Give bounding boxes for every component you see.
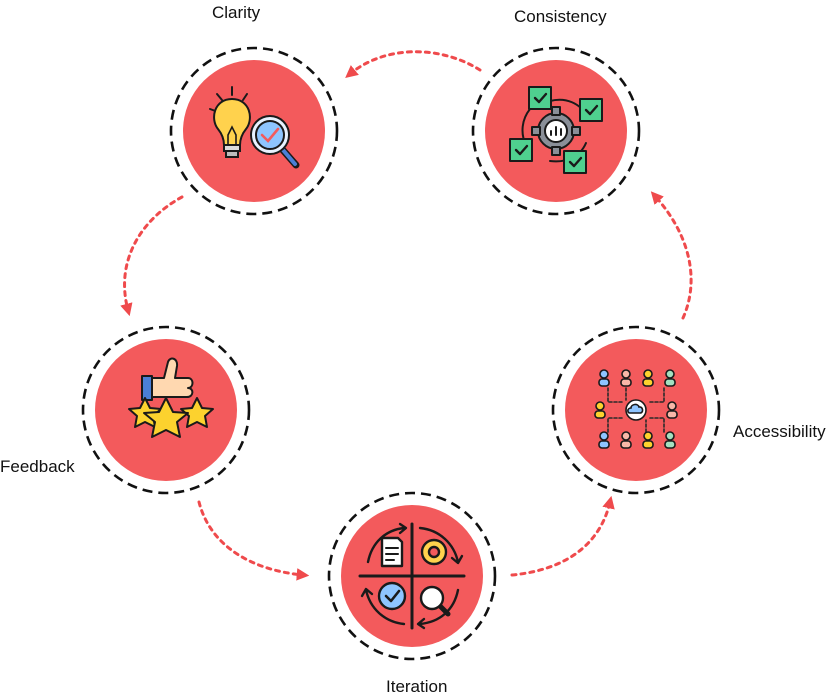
iteration-cycle-icon [358,522,466,630]
node-iteration [327,491,497,661]
label-clarity: Clarity [212,3,261,22]
label-accessibility: Accessibility [733,422,826,441]
thumbs-up-stars-icon [128,357,214,438]
node-clarity [169,46,339,216]
gear-checklist-icon [509,86,603,174]
label-iteration: Iteration [386,677,448,696]
connectors [120,50,693,581]
arrow-clarity-to-feedback [120,195,184,317]
node-consistency [471,46,641,216]
node-feedback [81,325,251,495]
label-consistency: Consistency [514,7,607,26]
node-accessibility [551,325,721,495]
person-icons [594,369,678,449]
arrow-consistency-to-clarity [345,50,482,79]
arrow-iteration-to-accessibility [510,495,615,577]
arrow-feedback-to-iteration [197,500,310,581]
arrow-accessibility-to-consistency [650,191,693,320]
lightbulb-magnifier-icon [209,86,300,169]
label-feedback: Feedback [0,457,75,476]
user-network-icon [594,369,678,449]
